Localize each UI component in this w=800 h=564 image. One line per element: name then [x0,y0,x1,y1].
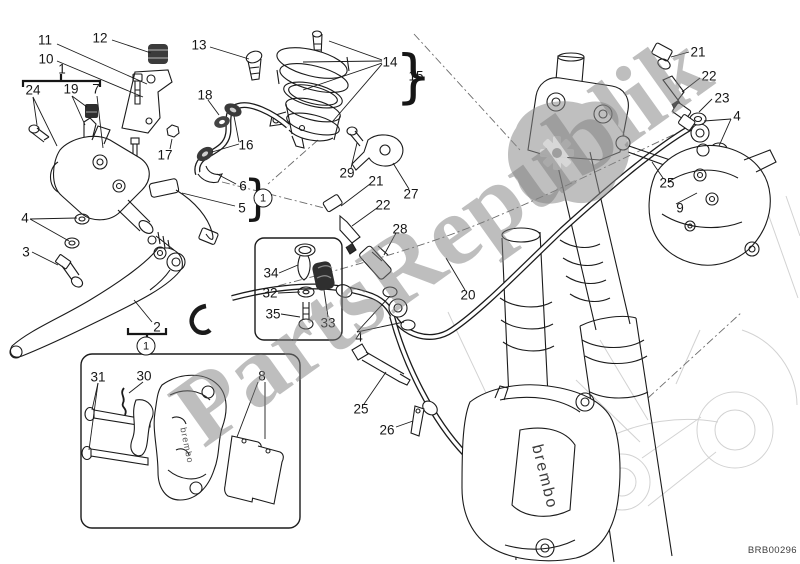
brace-5-6: } [243,170,274,226]
ghost-wheel-art [447,195,800,557]
mid-fittings [322,194,392,280]
inset-box-pad-kit: brembo [80,353,301,529]
leader-lines [29,39,732,451]
brace-14-15: } [395,42,432,110]
inset-box-seal-kit [254,237,343,341]
right-fittings [615,42,696,173]
master-cylinder-assembly [9,44,290,359]
right-caliper [648,143,777,266]
bottom-caliper: brembo [351,343,621,562]
reservoir-assembly [245,30,404,171]
plate-code: BRB00296 [747,545,797,556]
group-brackets: } } [21,42,432,340]
